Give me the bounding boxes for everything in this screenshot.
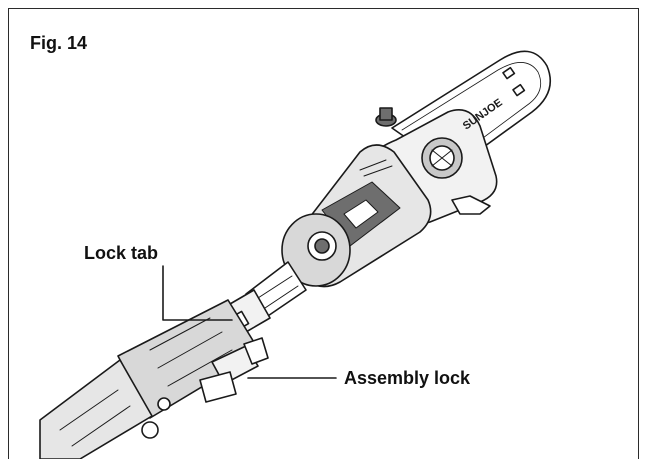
lock-tab-leader: [162, 265, 233, 321]
pole: [39, 299, 261, 459]
bar-slot-2: [512, 83, 526, 97]
bar-slot-1: [502, 66, 516, 80]
assembly-lock: [199, 337, 269, 403]
assembly-lock-label: Assembly lock: [344, 368, 471, 388]
joint-collar: [281, 213, 351, 287]
lock-tab-label: Lock tab: [84, 243, 159, 263]
figure-label: Fig. 14: [30, 33, 88, 53]
leader-lines: [162, 265, 337, 379]
